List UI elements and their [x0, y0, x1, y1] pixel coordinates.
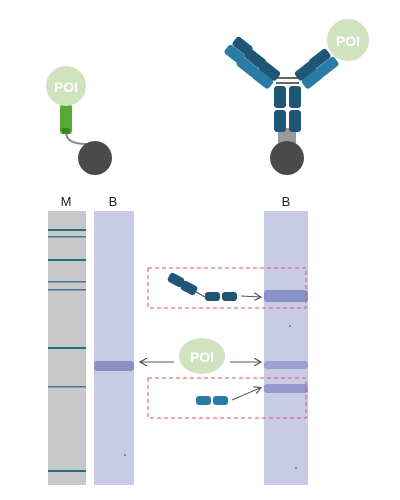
heavy-chain-icon — [180, 280, 198, 296]
gel-speck — [295, 467, 297, 469]
lane-label-b-left: B — [109, 194, 118, 209]
heavy-chain-hinge — [195, 291, 206, 298]
light-chain-band — [264, 384, 308, 393]
heavy-chain-icon — [232, 36, 253, 56]
light-chain-icon — [236, 56, 259, 77]
marker-band — [48, 259, 86, 261]
antibody-construct: POI — [224, 19, 369, 175]
gel-speck — [124, 454, 126, 456]
light-chain-icon — [251, 68, 274, 89]
light-chain-icon — [301, 68, 324, 89]
heavy-chain-icon — [244, 48, 267, 69]
poi-linker-construct: POI — [46, 66, 112, 175]
gel-speck — [289, 325, 291, 327]
poi-label-right: POI — [336, 33, 360, 49]
light-chain-arrow — [231, 388, 260, 401]
fab-arm-right — [294, 48, 339, 89]
light-chain-dashed-box — [147, 377, 307, 419]
lane-b-left — [94, 211, 134, 485]
poi-bubble-icon — [327, 19, 369, 61]
heavy-chain-icon — [222, 292, 237, 301]
heavy-chain-icon — [274, 110, 286, 132]
poi-label-center: POI — [190, 349, 214, 365]
heavy-chain-icon — [205, 292, 220, 301]
marker-band — [48, 236, 86, 238]
marker-lane — [48, 211, 86, 485]
lane-label-b-right: B — [282, 194, 291, 209]
lane-label-marker: M — [61, 194, 72, 209]
green-tag-base — [62, 128, 70, 134]
poi-bubble-icon — [46, 66, 86, 106]
marker-band — [48, 470, 86, 472]
heavy-chain-band — [264, 290, 308, 302]
lane-b-left-bg — [94, 211, 134, 485]
poi-label-left: POI — [54, 79, 78, 95]
marker-band — [48, 347, 86, 349]
heavy-chain-icon — [289, 86, 301, 108]
light-chain-callout — [147, 377, 307, 419]
fab-arm-left — [224, 36, 281, 89]
heavy-chain-callout — [147, 267, 307, 309]
light-chain-icon — [316, 56, 339, 77]
marker-band — [48, 281, 86, 283]
lane-b-right-bg — [264, 211, 308, 485]
lane-b-right — [264, 211, 308, 485]
heavy-chain-icon — [167, 272, 185, 288]
poi-band-left — [94, 361, 134, 371]
marker-band — [48, 386, 86, 388]
heavy-chain-icon — [258, 60, 281, 81]
bead-icon — [78, 141, 112, 175]
poi-center-callout: POI — [141, 338, 260, 374]
light-chain-icon — [224, 44, 245, 64]
bead-icon — [270, 141, 304, 175]
heavy-chain-icon — [294, 60, 317, 81]
light-chain-icon — [213, 396, 228, 405]
marker-band — [48, 289, 86, 291]
heavy-chain-icon — [274, 86, 286, 108]
marker-band — [48, 229, 86, 231]
heavy-chain-icon — [289, 110, 301, 132]
heavy-chain-icon — [308, 48, 331, 69]
heavy-chain-arrow — [240, 296, 260, 297]
green-tag-icon — [60, 104, 72, 134]
poi-band-right — [264, 361, 308, 369]
heavy-chain-dashed-box — [147, 267, 307, 309]
light-chain-icon — [196, 396, 211, 405]
poi-bubble-icon — [179, 338, 225, 374]
